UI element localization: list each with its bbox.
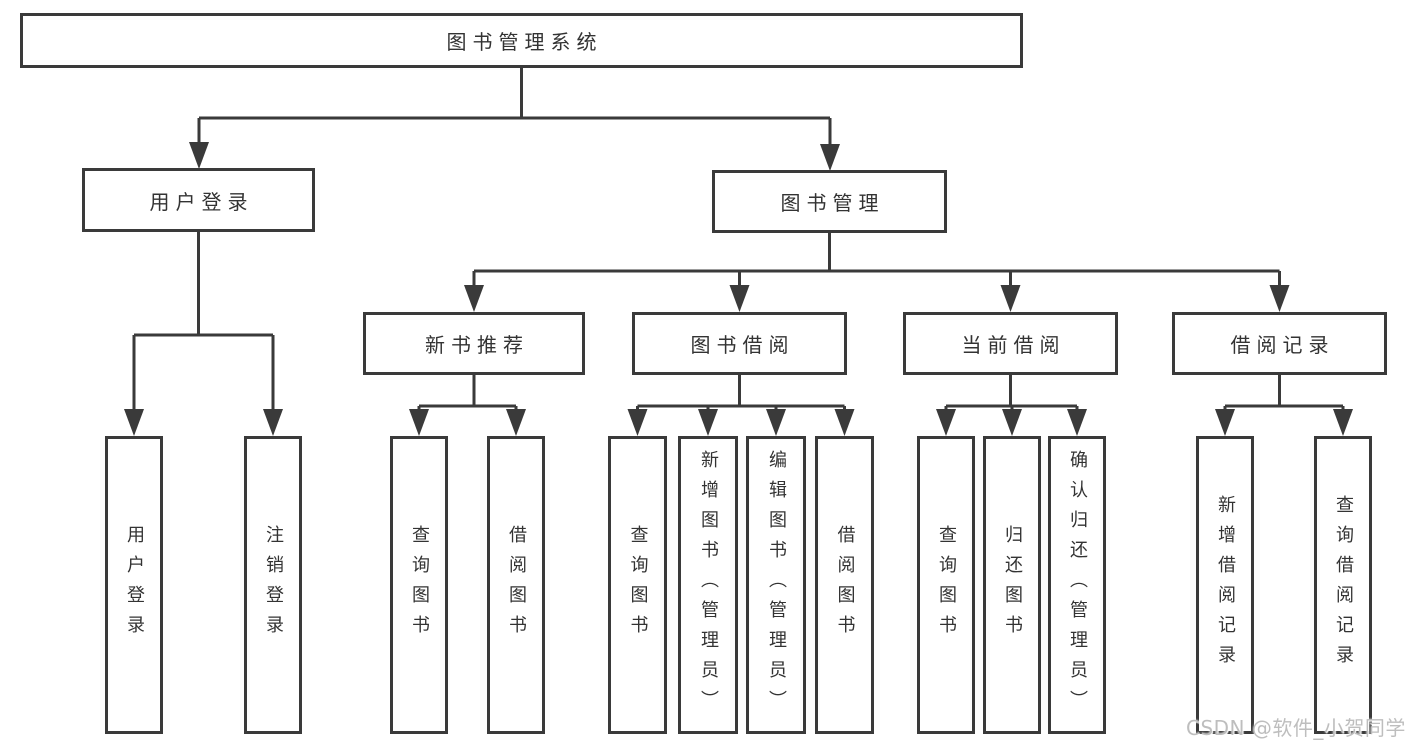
connector-book-management-arrowheads <box>464 285 1290 312</box>
leaf-bb-add-book-admin: 新增图书（管理员） <box>678 436 738 734</box>
connector-user-login-children <box>132 232 275 414</box>
connector-new-book-recommend-arrowheads <box>409 409 526 436</box>
leaf-label: 新增借阅记录 <box>1215 495 1236 675</box>
leaf-cb-query-books: 查询图书 <box>917 436 975 734</box>
node-book-borrowing: 图书借阅 <box>632 312 847 375</box>
leaf-label: 查询图书 <box>627 525 649 645</box>
node-label: 当前借阅 <box>961 333 1066 357</box>
node-book-management: 图书管理 <box>712 170 947 233</box>
node-current-borrowing: 当前借阅 <box>903 312 1118 375</box>
csdn-watermark: CSDN @软件_小贺同学 <box>1186 716 1405 740</box>
leaf-bb-query-books: 查询图书 <box>608 436 667 734</box>
leaf-bb-edit-book-admin: 编辑图书（管理员） <box>746 436 806 734</box>
connector-book-management-sections <box>472 233 1281 290</box>
connector-new-book-recommend-children <box>417 375 518 414</box>
node-label: 图书管理 <box>780 191 885 215</box>
node-label: 图书借阅 <box>690 333 795 357</box>
node-label: 用户登录 <box>149 189 254 214</box>
connector-book-borrowing-children <box>636 375 846 414</box>
leaf-label: 编辑图书（管理员） <box>766 450 787 720</box>
connector-book-borrowing-arrowheads <box>627 409 855 436</box>
leaf-bb-borrow-books: 借阅图书 <box>815 436 874 734</box>
leaf-nbr-borrow-books: 借阅图书 <box>487 436 545 734</box>
node-new-book-recommend: 新书推荐 <box>363 312 585 375</box>
node-label: 新书推荐 <box>425 333 529 357</box>
connector-borrowing-records-arrowheads <box>1215 409 1353 436</box>
connector-root-to-level2 <box>197 68 832 149</box>
leaf-label: 归还图书 <box>1002 525 1023 645</box>
connector-root-arrowheads <box>189 142 840 171</box>
connector-user-login-arrowheads <box>124 409 283 436</box>
leaf-label: 查询图书 <box>409 525 430 645</box>
leaf-label: 借阅图书 <box>506 525 527 645</box>
leaf-user-login: 用户登录 <box>105 436 163 734</box>
leaf-br-add-record: 新增借阅记录 <box>1196 436 1254 734</box>
node-user-login: 用户登录 <box>82 168 315 232</box>
leaf-br-query-record: 查询借阅记录 <box>1314 436 1372 734</box>
node-label: 借阅记录 <box>1230 333 1335 357</box>
node-label: 图书管理系统 <box>446 30 603 54</box>
leaf-logout: 注销登录 <box>244 436 302 734</box>
connector-current-borrowing-children <box>944 375 1079 414</box>
leaf-nbr-query-books: 查询图书 <box>390 436 448 734</box>
leaf-label: 确认归还（管理员） <box>1067 450 1088 720</box>
leaf-label: 查询借阅记录 <box>1333 495 1354 675</box>
leaf-label: 借阅图书 <box>834 525 856 645</box>
leaf-cb-confirm-return-admin: 确认归还（管理员） <box>1048 436 1106 734</box>
node-borrowing-records: 借阅记录 <box>1172 312 1387 375</box>
leaf-cb-return-books: 归还图书 <box>983 436 1041 734</box>
leaf-label: 注销登录 <box>263 525 284 645</box>
node-library-management-system: 图书管理系统 <box>20 13 1023 68</box>
leaf-label: 用户登录 <box>124 525 145 645</box>
connector-current-borrowing-arrowheads <box>936 409 1087 436</box>
leaf-label: 新增图书（管理员） <box>698 450 719 720</box>
connector-borrowing-records-children <box>1223 375 1345 414</box>
leaf-label: 查询图书 <box>936 525 957 645</box>
